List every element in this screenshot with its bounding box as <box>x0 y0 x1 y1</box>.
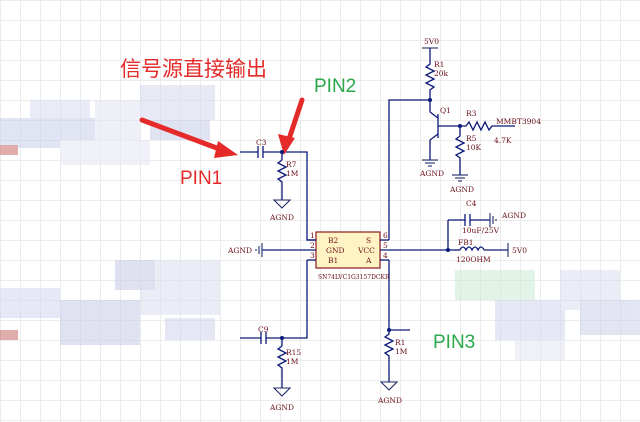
pin1-arrow <box>139 117 238 158</box>
ic-pin-b1: B1 <box>328 256 338 265</box>
vcc-top-label: 5V0 <box>424 37 439 46</box>
pin1-label: PIN1 <box>180 168 222 189</box>
fb1-ferrite <box>459 246 485 252</box>
ic-pin-num-1: 1 <box>310 231 315 240</box>
r5-ref: R5 <box>466 134 477 143</box>
r3-resistor <box>460 120 515 132</box>
agnd-r7-label: AGND <box>269 213 294 222</box>
ic-pin-num-3: 3 <box>310 251 315 260</box>
c3-ref: C3 <box>256 138 267 147</box>
r15-val: 1M <box>286 357 299 366</box>
ic-pin-num-6: 6 <box>383 231 388 240</box>
agnd-r5-label: AGND <box>449 185 474 194</box>
ic-pin-vcc: VCC <box>357 246 375 255</box>
fb1-ref: FB1 <box>458 238 474 247</box>
c4-capacitor <box>464 214 471 226</box>
ic-pin-num-5: 5 <box>383 241 388 250</box>
blur-left-top <box>0 85 215 165</box>
agnd-c4-label: AGND <box>501 211 526 220</box>
agnd-symbol-q1 <box>422 159 438 167</box>
agnd-r15-label: AGND <box>269 403 294 412</box>
blur-left-bottom <box>0 260 220 345</box>
r3-ref: R3 <box>466 109 477 118</box>
r5-val: 10K <box>466 143 482 152</box>
r1-bottom-resistor <box>383 330 395 382</box>
pin2-arrow <box>278 97 305 155</box>
c3-capacitor <box>257 146 264 158</box>
r1-top-resistor <box>424 60 436 100</box>
r7-val: 1M <box>286 169 299 178</box>
ic-pin-num-2: 2 <box>310 241 315 250</box>
vcc-right-label: 5V0 <box>512 246 527 255</box>
r3-part: MMBT3904 <box>496 117 541 126</box>
pin2-label: PIN2 <box>314 76 356 97</box>
r7-ref: R7 <box>286 160 297 169</box>
ic-pin-a: A <box>365 256 372 265</box>
ic-pin-gnd: GND <box>326 246 345 255</box>
agnd-ic-label: AGND <box>227 246 252 255</box>
r3-val: 4.7K <box>494 136 512 145</box>
ic-part: SN74LVC1G3157DCKR <box>318 274 390 281</box>
r15-ref: R15 <box>286 348 301 357</box>
ic-pin-s: S <box>366 236 371 245</box>
agnd-q1-label: AGND <box>419 169 444 178</box>
pin3-label: PIN3 <box>433 332 475 353</box>
r1-bottom-val: 1M <box>395 347 408 356</box>
r15-resistor <box>276 345 288 388</box>
r5-resistor <box>454 135 466 175</box>
agnd-symbol-c4 <box>489 213 497 227</box>
r1-bottom-ref: R1 <box>395 338 405 347</box>
r1-top-ref: R1 <box>434 60 444 69</box>
agnd-symbol-ic <box>255 243 263 257</box>
ic-pin-num-4: 4 <box>383 251 388 260</box>
q1-transistor <box>429 111 460 160</box>
fb1-val: 120OHM <box>456 255 491 264</box>
r7-resistor <box>276 159 288 200</box>
cn-annotation: 信号源直接输出 <box>120 57 267 81</box>
agnd-r1-label: AGND <box>377 396 402 405</box>
c4-val: 10uF/25V <box>462 226 500 235</box>
agnd-symbol-r5 <box>452 174 468 182</box>
agnd-symbol-r15 <box>272 387 292 397</box>
blur-right <box>455 270 640 360</box>
r1-top-val: 20k <box>434 69 449 78</box>
c9-ref: C9 <box>258 325 269 334</box>
vcc-symbol-top <box>422 47 438 60</box>
q1-ref: Q1 <box>440 106 451 115</box>
agnd-symbol-r7 <box>272 199 292 209</box>
agnd-symbol-r1 <box>379 381 399 391</box>
c4-ref: C4 <box>466 199 477 208</box>
ic-pin-b2: B2 <box>328 236 339 245</box>
